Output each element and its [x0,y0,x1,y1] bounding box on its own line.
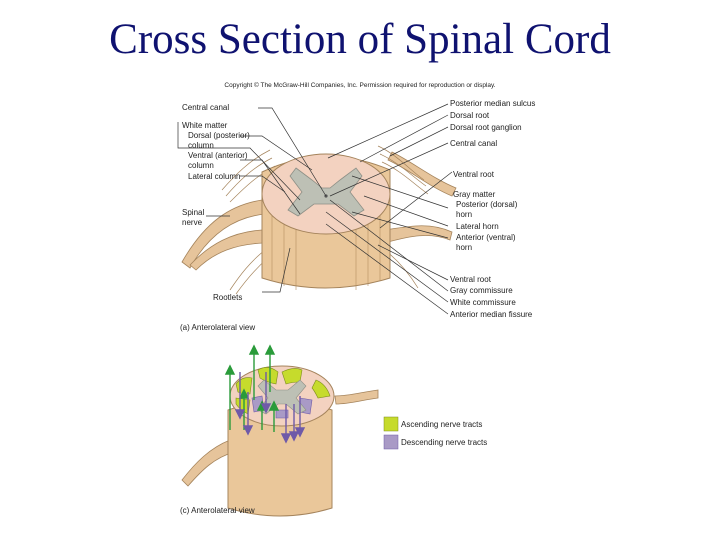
rootlets [221,145,429,295]
label-spinal-nerve-2: nerve [182,218,203,227]
label-central-canal-left: Central canal [182,103,230,112]
legend-label-descending: Descending nerve tracts [401,438,488,447]
label-ventral-column-2: column [188,161,214,170]
caption-c: (c) Anterolateral view [180,506,255,515]
label-anterior-horn-2: horn [456,243,473,252]
label-gray-commissure: Gray commissure [450,286,513,295]
figure-a [181,145,457,295]
label-rootlets: Rootlets [213,293,243,302]
legend-swatch-ascending [383,416,399,432]
legend-swatch-descending [383,434,399,450]
label-ventral-root-bottom: Ventral root [450,275,491,284]
label-dorsal-root: Dorsal root [450,111,490,120]
label-anterior-horn-1: Anterior (ventral) [456,233,516,242]
label-ventral-root-top: Ventral root [453,170,494,179]
label-posterior-horn-2: horn [456,210,473,219]
spinal-nerve-right [384,151,457,243]
copyright-notice: Copyright © The McGraw-Hill Companies, I… [224,82,496,89]
label-lateral-column: Lateral column [188,172,241,181]
label-central-canal-right: Central canal [450,139,498,148]
descending-tract-regions [251,395,313,419]
label-white-matter: White matter [182,121,228,130]
spinal-nerve-left [181,199,266,271]
leader-lines [177,103,453,315]
label-lateral-horn: Lateral horn [456,222,499,231]
figure-c [181,344,379,517]
label-posterior-median-sulcus: Posterior median sulcus [450,99,536,108]
label-posterior-horn-1: Posterior (dorsal) [456,200,518,209]
label-ventral-column-1: Ventral (anterior) [188,151,248,160]
legend-label-ascending: Ascending nerve tracts [401,420,483,429]
page-title: Cross Section of Spinal Cord [109,16,611,63]
label-spinal-nerve-1: Spinal [182,208,205,217]
spinal-nerves-c [181,389,379,487]
label-dorsal-root-ganglion: Dorsal root ganglion [450,123,522,132]
caption-a: (a) Anterolateral view [180,323,256,332]
label-dorsal-column-1: Dorsal (posterior) [188,131,250,140]
label-white-commissure: White commissure [450,298,516,307]
label-dorsal-column-2: column [188,141,214,150]
descending-arrows [234,372,306,444]
label-anterior-median-fissure: Anterior median fissure [450,310,533,319]
label-gray-matter: Gray matter [453,190,496,199]
ascending-arrows [224,344,280,432]
